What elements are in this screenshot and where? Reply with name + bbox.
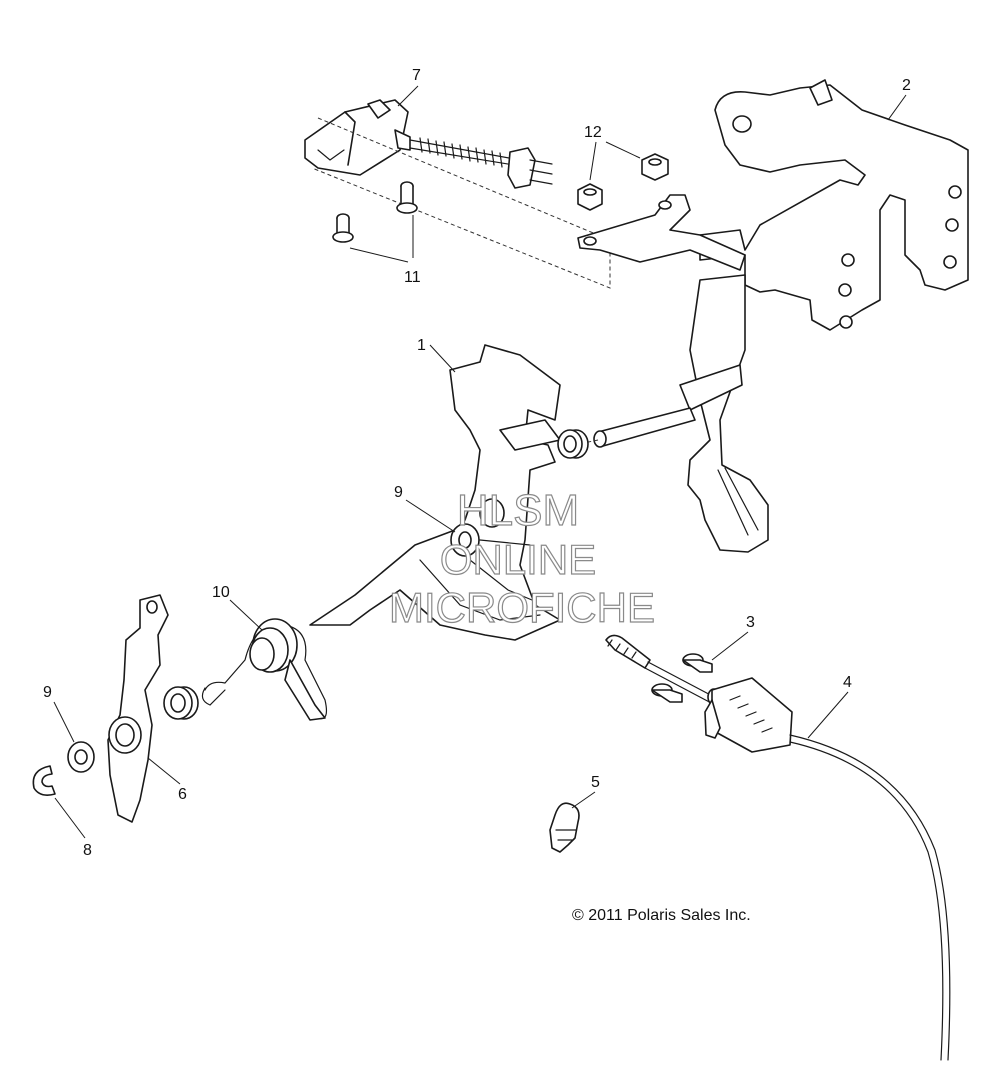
- callout-12: 12: [584, 124, 602, 141]
- part-4-cable: [605, 634, 951, 1061]
- bushing-left: [163, 686, 199, 720]
- part-7-switch-assembly: [304, 99, 553, 189]
- watermark-line-1: HLSM: [457, 486, 579, 535]
- callout-8: 8: [83, 842, 92, 859]
- copyright-text: © 2011 Polaris Sales Inc.: [572, 907, 751, 924]
- part-9-washer-lower: [67, 741, 95, 773]
- part-11-rivets: [332, 181, 418, 243]
- part-9-washer-upper: [450, 498, 505, 557]
- part-3-pins: [651, 653, 713, 703]
- watermark: HLSM ONLINE MICROFICHE: [388, 485, 655, 631]
- callout-10: 10: [212, 584, 230, 601]
- callout-7: 7: [412, 67, 421, 84]
- callout-6: 6: [178, 786, 187, 803]
- part-6-plate: [107, 594, 169, 823]
- part-12-nuts: [577, 153, 669, 211]
- callout-4: 4: [843, 674, 852, 691]
- assembly-dashed-line: [311, 117, 611, 289]
- part-5-clip: [549, 802, 580, 853]
- callout-9-upper: 9: [394, 484, 403, 501]
- part-2-bracket: [577, 79, 969, 553]
- callout-9-lower: 9: [43, 684, 52, 701]
- callout-1: 1: [417, 337, 426, 354]
- watermark-line-3: MICROFICHE: [389, 584, 655, 631]
- part-8-clip: [32, 765, 56, 796]
- callout-5: 5: [591, 774, 600, 791]
- spring-coils: [419, 137, 503, 168]
- bushing-right: [557, 429, 589, 459]
- watermark-line-2: ONLINE: [440, 536, 596, 583]
- callout-3: 3: [746, 614, 755, 631]
- callout-11: 11: [404, 269, 421, 286]
- part-10-spring: [201, 618, 328, 721]
- callout-2: 2: [902, 77, 911, 94]
